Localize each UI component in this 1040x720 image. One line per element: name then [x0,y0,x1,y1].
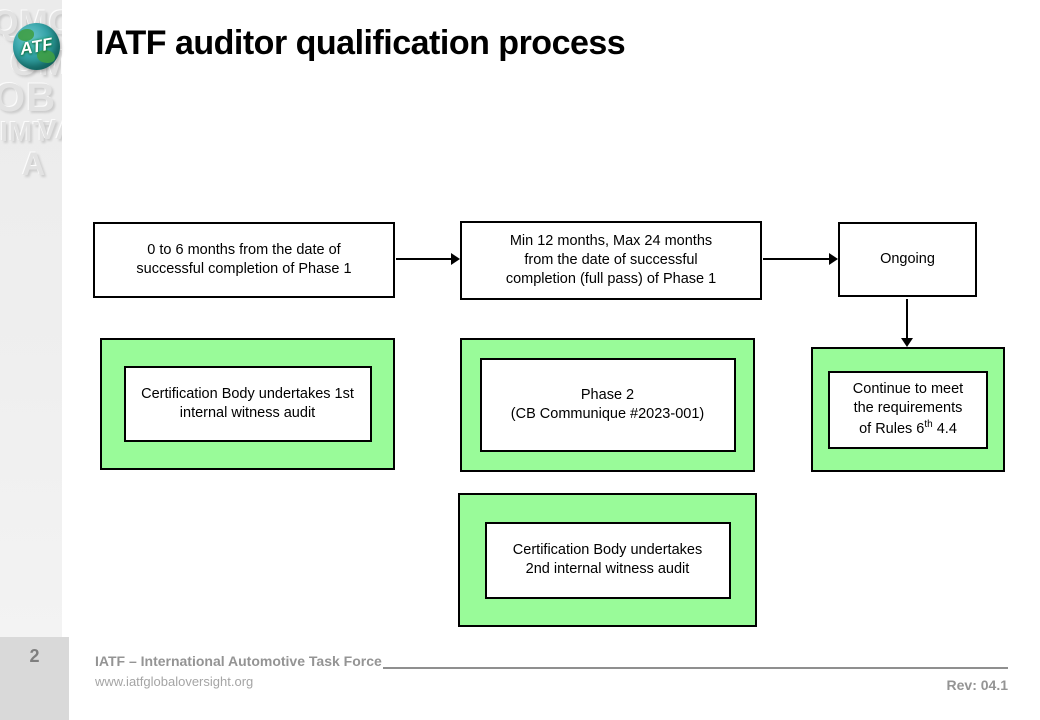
rules-line3-pre: of Rules 6 [859,420,925,437]
phase2-activity-line2: (CB Communique #2023-001) [510,406,705,422]
phase2-activity-green-box: Phase 2 (CB Communique #2023-001) [460,338,755,472]
second-witness-audit-inner-box: Certification Body undertakes 2nd intern… [484,521,731,599]
sidebar-watermark-strip: QMC OM OB IMT VA A [0,0,62,637]
slide-title: IATF auditor qualification process [95,24,626,62]
footer-divider-line [383,667,1008,669]
rules-requirements-green-box: Continue to meet the requirements of Rul… [811,347,1005,472]
first-witness-line2: internal witness audit [179,405,316,421]
footer-revision: Rev: 04.1 [946,677,1008,693]
first-witness-audit-green-box: Certification Body undertakes 1st intern… [100,338,395,470]
second-witness-line2: 2nd internal witness audit [525,561,690,577]
phase1-timing-line1: 0 to 6 months from the date of [147,242,341,259]
second-witness-line1: Certification Body undertakes [512,542,703,559]
rules-line3: of Rules 6th 4.4 [859,418,957,439]
watermark-letter: VA [38,114,62,145]
second-witness-audit-green-box: Certification Body undertakes 2nd intern… [458,493,757,627]
phase2-activity-line1: Phase 2 [580,387,635,404]
iatf-globe-logo-icon: ATF [13,23,60,70]
arrow-phase2-to-ongoing-line [763,258,830,260]
page-number: 2 [29,646,40,666]
phase2-activity-inner-box: Phase 2 (CB Communique #2023-001) [479,358,736,452]
rules-line2: the requirements [853,400,963,417]
arrow-phase1-to-phase2-line [396,258,452,260]
phase1-timing-box: 0 to 6 months from the date of successfu… [93,222,395,298]
phase2-timing-line3: completion (full pass) of Phase 1 [505,270,717,287]
rules-requirements-inner-box: Continue to meet the requirements of Rul… [828,370,988,449]
phase1-timing-line2: successful completion of Phase 1 [136,261,352,277]
arrow-ongoing-to-rules-line [906,299,908,339]
phase2-timing-box: Min 12 months, Max 24 months from the da… [460,221,762,300]
arrow-ongoing-to-rules-head-icon [901,338,913,347]
watermark-letter: OB [0,76,56,120]
arrow-phase1-to-phase2-head-icon [451,253,460,265]
arrow-phase2-to-ongoing-head-icon [829,253,838,265]
first-witness-line1: Certification Body undertakes 1st [141,386,354,403]
rules-line3-superscript: th [924,419,933,430]
ongoing-box: Ongoing [838,222,977,297]
watermark-letter: A [22,146,47,182]
globe-continent-shape [18,29,34,41]
phase2-timing-line2: from the date of successful [524,252,698,269]
footer-website: www.iatfglobaloversight.org [95,674,254,689]
phase2-timing-line1: Min 12 months, Max 24 months [509,233,713,250]
rules-line1: Continue to meet [852,381,964,398]
footer-organization-name: IATF – International Automotive Task For… [95,653,382,669]
page-number-box: 2 [0,637,69,720]
rules-line3-post: 4.4 [932,420,957,437]
globe-continent-shape [37,50,55,63]
ongoing-label: Ongoing [880,251,935,268]
watermark-letter: IMT [0,116,52,147]
first-witness-audit-inner-box: Certification Body undertakes 1st intern… [123,366,372,442]
